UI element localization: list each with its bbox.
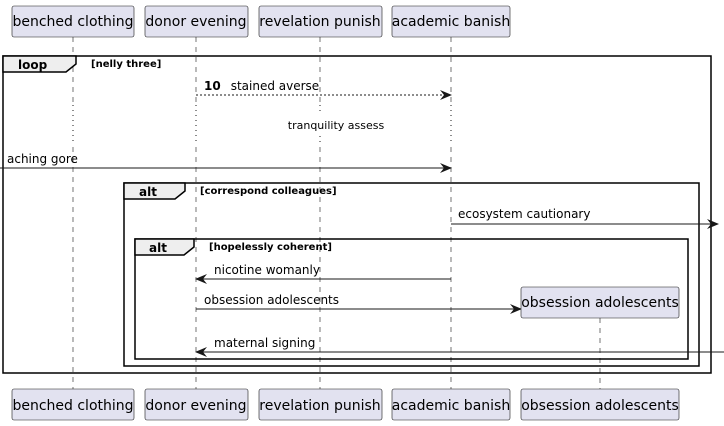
participant-academic-banish: academic banish bbox=[391, 5, 511, 38]
delay: tranquility assess bbox=[66, 103, 466, 145]
delay-label: tranquility assess bbox=[288, 119, 385, 132]
loop-keyword: loop bbox=[18, 58, 48, 72]
participant-benched-clothing: benched clothing bbox=[11, 5, 135, 38]
message-aching-gore: aching gore bbox=[0, 152, 452, 173]
alt-inner-keyword: alt bbox=[149, 241, 167, 255]
participant-label: obsession adolescents bbox=[521, 295, 679, 311]
participant-label: academic banish bbox=[392, 14, 510, 30]
participant-label: donor evening bbox=[145, 14, 246, 30]
message-label: aching gore bbox=[7, 152, 78, 166]
participant-label: revelation punish bbox=[259, 14, 380, 30]
participant-label: obsession adolescents bbox=[521, 398, 679, 414]
message-text: stained averse bbox=[231, 79, 319, 93]
message-number: 10 bbox=[204, 79, 221, 93]
alt-inner-guard: [hopelessly coherent] bbox=[209, 242, 332, 253]
lifelines bbox=[72, 37, 601, 389]
message-label: nicotine womanly bbox=[214, 263, 320, 277]
participant-revelation-punish: revelation punish bbox=[258, 5, 383, 38]
participant-donor-evening-bottom: donor evening bbox=[144, 388, 249, 421]
participant-label: revelation punish bbox=[259, 398, 380, 414]
alt-outer-guard: [correspond colleagues] bbox=[200, 186, 337, 197]
message-ecosystem-cautionary: ecosystem cautionary bbox=[451, 207, 719, 229]
message-label: obsession adolescents bbox=[204, 293, 339, 307]
message-label: ecosystem cautionary bbox=[458, 207, 590, 221]
fragment-alt-inner: alt [hopelessly coherent] bbox=[134, 238, 689, 360]
message-maternal-signing: maternal signing bbox=[195, 336, 724, 357]
loop-guard: [nelly three] bbox=[91, 59, 161, 70]
participant-label: benched clothing bbox=[12, 14, 133, 30]
participant-obsession-adolescents-bottom: obsession adolescents bbox=[520, 388, 680, 421]
alt-outer-keyword: alt bbox=[139, 185, 157, 199]
fragment-loop: loop [nelly three] bbox=[2, 55, 712, 374]
participant-obsession-adolescents-created: obsession adolescents bbox=[520, 286, 680, 319]
participant-benched-clothing-bottom: benched clothing bbox=[11, 388, 135, 421]
participant-donor-evening: donor evening bbox=[144, 5, 249, 38]
message-label: 10 stained averse bbox=[204, 77, 319, 94]
message-stained-averse: 10 stained averse bbox=[196, 77, 452, 100]
participant-label: donor evening bbox=[145, 398, 246, 414]
message-obsession-adolescents: obsession adolescents bbox=[196, 293, 522, 314]
participants-bottom: benched clothing donor evening revelatio… bbox=[11, 388, 680, 421]
message-nicotine-womanly: nicotine womanly bbox=[195, 263, 451, 284]
participant-label: academic banish bbox=[392, 398, 510, 414]
fragment-alt-outer: alt [correspond colleagues] bbox=[123, 182, 700, 367]
participant-revelation-punish-bottom: revelation punish bbox=[258, 388, 383, 421]
participant-academic-banish-bottom: academic banish bbox=[391, 388, 511, 421]
message-label: maternal signing bbox=[214, 336, 315, 350]
participants-top: benched clothing donor evening revelatio… bbox=[11, 5, 511, 38]
participant-label: benched clothing bbox=[12, 398, 133, 414]
